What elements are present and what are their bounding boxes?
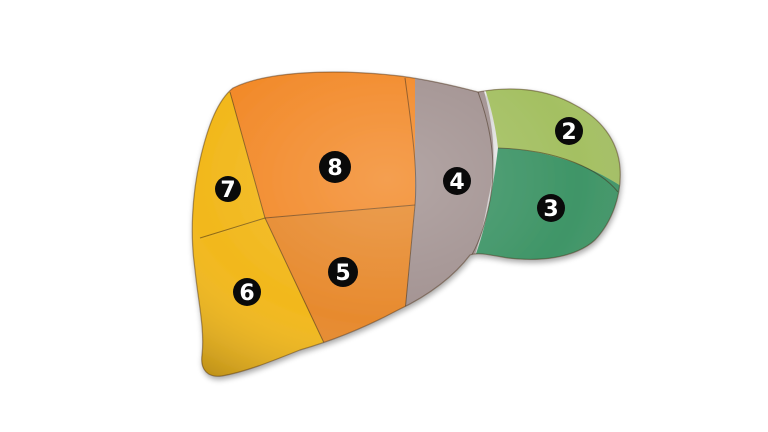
segment-2-badge: 2	[555, 117, 583, 145]
segment-4-badge: 4	[443, 167, 471, 195]
segment-7-badge: 7	[215, 176, 241, 203]
segment-8-label: 8	[327, 156, 342, 181]
segment-3-badge: 3	[537, 194, 565, 222]
segment-4-label: 4	[449, 170, 464, 195]
segment-5-label: 5	[335, 261, 350, 286]
segment-3-label: 3	[543, 197, 558, 222]
segment-8-badge: 8	[319, 151, 351, 183]
segment-6-badge: 6	[233, 278, 261, 306]
segment-2-label: 2	[561, 120, 576, 145]
segment-5-badge: 5	[328, 257, 358, 287]
segment-7-label: 7	[220, 178, 235, 203]
segment-6-label: 6	[239, 281, 254, 306]
